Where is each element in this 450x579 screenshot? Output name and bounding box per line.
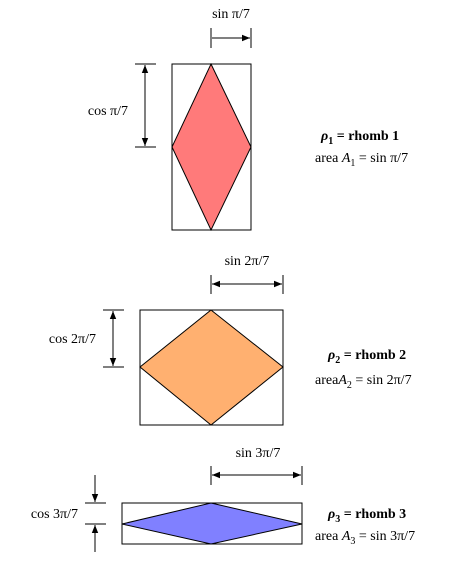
rhomb-1-area-label: area A1 = sin π/7 (315, 151, 408, 169)
rhomb-3-width-label: sin 3π/7 (236, 446, 281, 461)
rhomb-2-group: sin 2π/7 cos 2π/7 ρ2 = rhomb 2 areaA2 = … (49, 254, 412, 426)
rhomb-1-height-label: cos π/7 (88, 104, 128, 119)
rhomb-1-width-label: sin π/7 (212, 7, 250, 22)
rhomb-1-name-label: ρ1 = rhomb 1 (320, 129, 399, 147)
rhomb-1-group: sin π/7 cos π/7 ρ1 = rhomb 1 area A1 = s… (88, 7, 408, 232)
rhomb-1-shape (171, 62, 252, 232)
rhomb-3-height-label: cos 3π/7 (31, 507, 78, 522)
rhomb-3-shape (121, 502, 303, 545)
rhomb-2-width-label: sin 2π/7 (225, 254, 270, 269)
rhomb-2-area-label: areaA2 = sin 2π/7 (315, 373, 412, 391)
rhomb-2-shape (139, 309, 284, 426)
rhomb-3-area-label: area A3 = sin 3π/7 (315, 529, 415, 547)
rhomb-2-height-label: cos 2π/7 (49, 332, 96, 347)
rhomb-2-name-label: ρ2 = rhomb 2 (327, 348, 406, 366)
rhomb-3-name-label: ρ3 = rhomb 3 (327, 507, 406, 525)
rhomb-3-group: sin 3π/7 cos 3π/7 ρ3 = rhomb 3 area A3 =… (31, 446, 415, 552)
